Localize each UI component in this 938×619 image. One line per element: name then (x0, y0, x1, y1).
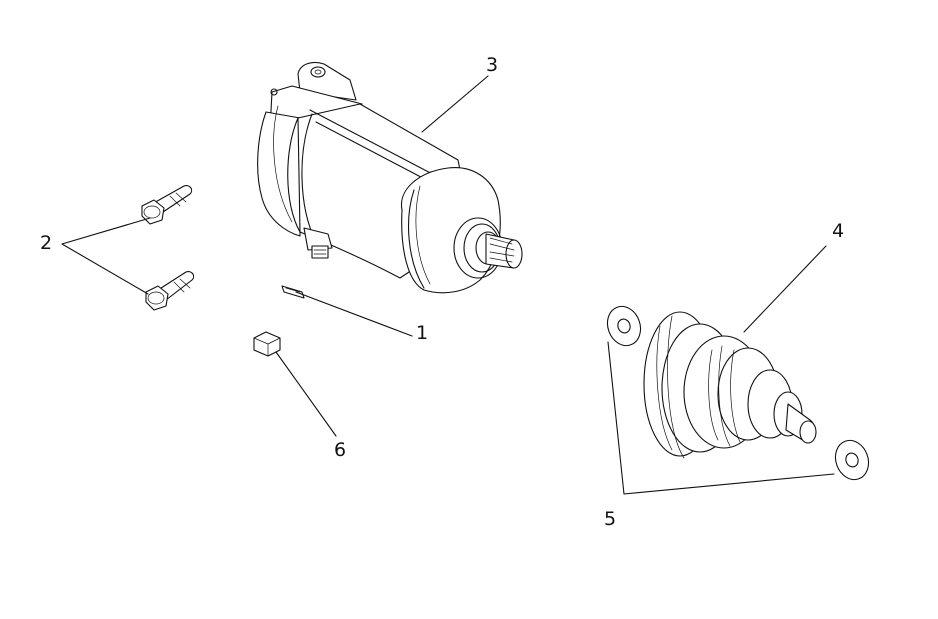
leader-4 (743, 245, 827, 333)
nut (253, 331, 281, 357)
leader-2 (61, 217, 151, 295)
callout-5: 5 (604, 508, 617, 530)
bolt-lower (145, 271, 195, 311)
callout-6: 6 (334, 439, 347, 461)
washer-right (834, 439, 870, 481)
washer-left (606, 305, 642, 347)
callout-1: 1 (416, 322, 429, 344)
drive-gear-assembly (643, 311, 817, 459)
bolt-upper (141, 185, 193, 225)
callout-2: 2 (40, 232, 53, 254)
callout-3: 3 (486, 54, 499, 76)
leader-5 (607, 341, 835, 495)
starter-motor (257, 61, 523, 294)
leader-lines (61, 75, 835, 495)
leader-6 (275, 351, 337, 437)
callout-4: 4 (832, 220, 845, 242)
leader-3 (421, 75, 489, 133)
pin (281, 285, 305, 299)
leader-1 (295, 291, 413, 337)
